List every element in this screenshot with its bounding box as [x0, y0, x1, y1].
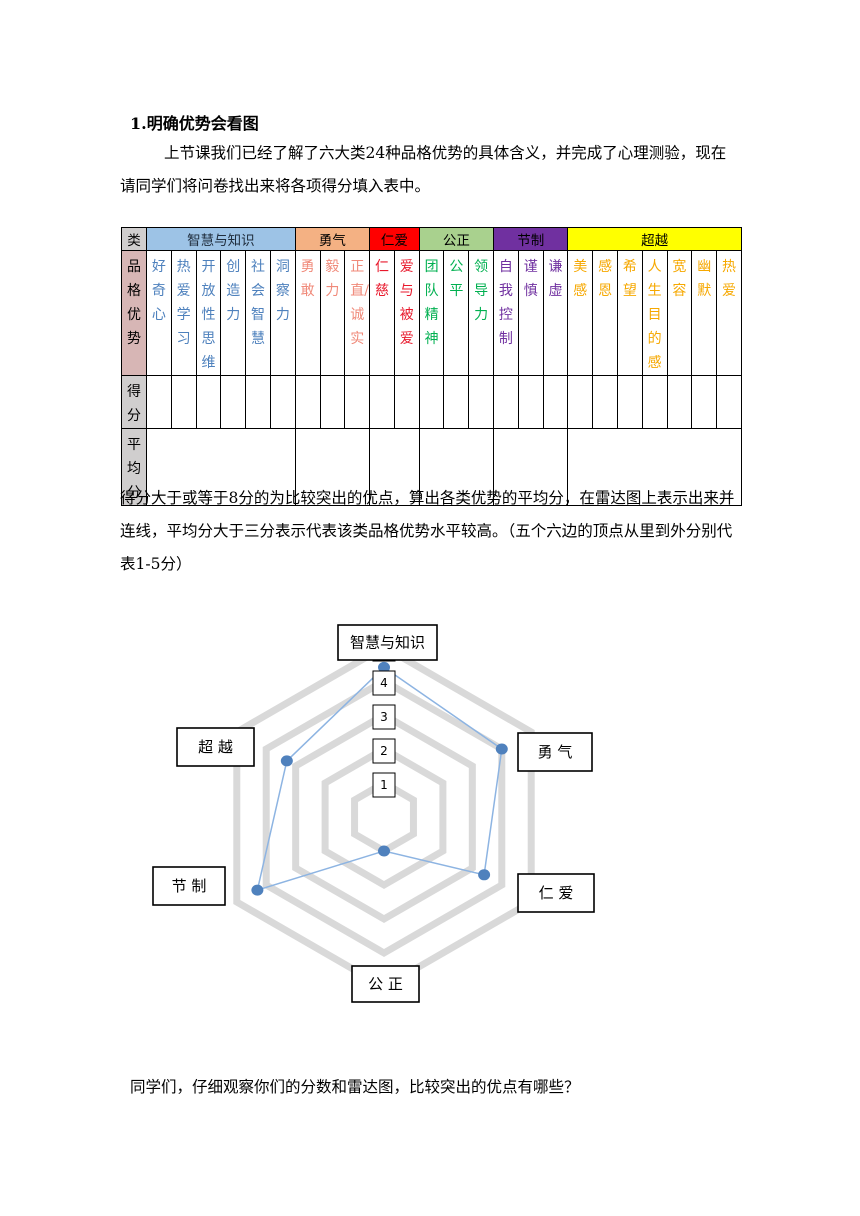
strength-cell: 洞察力 [269, 250, 296, 376]
radar-axis-label-box [337, 624, 438, 661]
radar-level-box [372, 738, 396, 764]
radar-level-box [372, 772, 396, 798]
average-row: 平均分 [121, 428, 742, 506]
strengths-row: 品格优势好奇心热爱学习开放性思维创造力社会智慧洞察力勇敢毅力正直/诚实仁慈爱与被… [121, 250, 742, 376]
row-label-average: 平均分 [121, 428, 147, 506]
strength-cell: 自我控制 [493, 250, 519, 376]
question-text: 同学们，仔细观察你们的分数和雷达图，比较突出的优点有哪些？ [130, 1078, 580, 1096]
strength-cell: 勇敢 [294, 250, 321, 376]
strength-cell: 感恩 [592, 250, 618, 376]
strength-cell: 好奇心 [146, 250, 172, 376]
average-input-cell-transcend[interactable] [567, 428, 742, 506]
row-label-score: 得分 [121, 375, 147, 429]
score-input-cell[interactable] [344, 375, 371, 429]
radar-axis-label: 公 正 [368, 975, 403, 993]
strength-cell: 热爱 [716, 250, 742, 376]
strength-cell: 谨慎 [517, 250, 544, 376]
radar-level-label: 1 [380, 778, 388, 792]
radar-level-box [372, 670, 396, 696]
radar-axis-label: 智慧与知识 [350, 634, 425, 652]
average-input-cell-temperance[interactable] [493, 428, 569, 506]
strength-cell: 谦虚 [542, 250, 569, 376]
radar-axis-label-box [517, 873, 595, 913]
radar-level-box [372, 704, 396, 730]
score-input-cell[interactable] [666, 375, 693, 429]
explanation-paragraph: 得分大于或等于8分的为比较突出的优点，算出各类优势的平均分，在雷达图上表示出来并… [120, 489, 735, 573]
radar-axis-label-box [176, 727, 255, 767]
strength-cell: 开放性思维 [195, 250, 222, 376]
category-cell-transcend: 超越 [567, 227, 742, 251]
radar-grid-ring [292, 710, 476, 924]
radar-axis-label: 节 制 [172, 877, 207, 895]
radar-axis-label: 超 越 [198, 738, 233, 756]
average-input-cell-humanity[interactable] [369, 428, 420, 506]
radar-level-label: 4 [380, 676, 388, 690]
strength-cell: 公平 [443, 250, 470, 376]
score-input-cell[interactable] [542, 375, 569, 429]
score-input-cell[interactable] [592, 375, 618, 429]
radar-data-point [251, 884, 264, 896]
average-input-cell-courage[interactable] [294, 428, 371, 506]
radar-level-label: 2 [380, 744, 388, 758]
strength-cell: 人生目的感 [641, 250, 668, 376]
row-label-strengths: 品格优势 [121, 250, 147, 376]
strengths-table: 类智慧与知识勇气仁爱公正节制超越 品格优势好奇心热爱学习开放性思维创造力社会智慧… [121, 227, 742, 506]
radar-axis-label-box [152, 866, 226, 906]
average-input-cell-wisdom[interactable] [146, 428, 296, 506]
strength-cell: 爱与被爱 [393, 250, 420, 376]
strength-cell: 热爱学习 [170, 250, 197, 376]
radar-grid-ring [321, 744, 447, 890]
strength-cell: 创造力 [220, 250, 247, 376]
category-cell-temperance: 节制 [493, 227, 569, 251]
average-input-cell-justice[interactable] [418, 428, 495, 506]
strength-cell: 领导力 [468, 250, 495, 376]
score-input-cell[interactable] [567, 375, 594, 429]
radar-data-point [378, 845, 390, 857]
section-heading: 1.明确优势会看图 [130, 114, 259, 133]
radar-axis-label: 勇 气 [538, 743, 573, 761]
radar-axis-label-box [351, 965, 420, 1003]
radar-data-point [478, 869, 491, 881]
radar-level-label: 3 [380, 710, 388, 724]
radar-data-point [378, 661, 390, 673]
strength-cell: 社会智慧 [245, 250, 271, 376]
strength-cell: 正直/诚实 [344, 250, 371, 376]
score-input-cell[interactable] [641, 375, 668, 429]
radar-grid-ring [233, 642, 535, 992]
radar-data-point [495, 743, 508, 755]
intro-paragraph: 上节课我们已经了解了六大类24种品格优势的具体含义，并完成了心理测验，现在请同学… [120, 144, 727, 195]
radar-data-point [280, 755, 293, 767]
strength-cell: 团队精神 [418, 250, 445, 376]
category-cell-wisdom: 智慧与知识 [146, 227, 296, 251]
score-input-cell[interactable] [269, 375, 296, 429]
radar-axis-label: 仁 爱 [539, 884, 574, 902]
radar-axis-label-box [517, 732, 593, 772]
row-label-category: 类 [121, 227, 147, 251]
strength-cell: 美感 [567, 250, 594, 376]
score-row: 得分 [121, 375, 742, 429]
